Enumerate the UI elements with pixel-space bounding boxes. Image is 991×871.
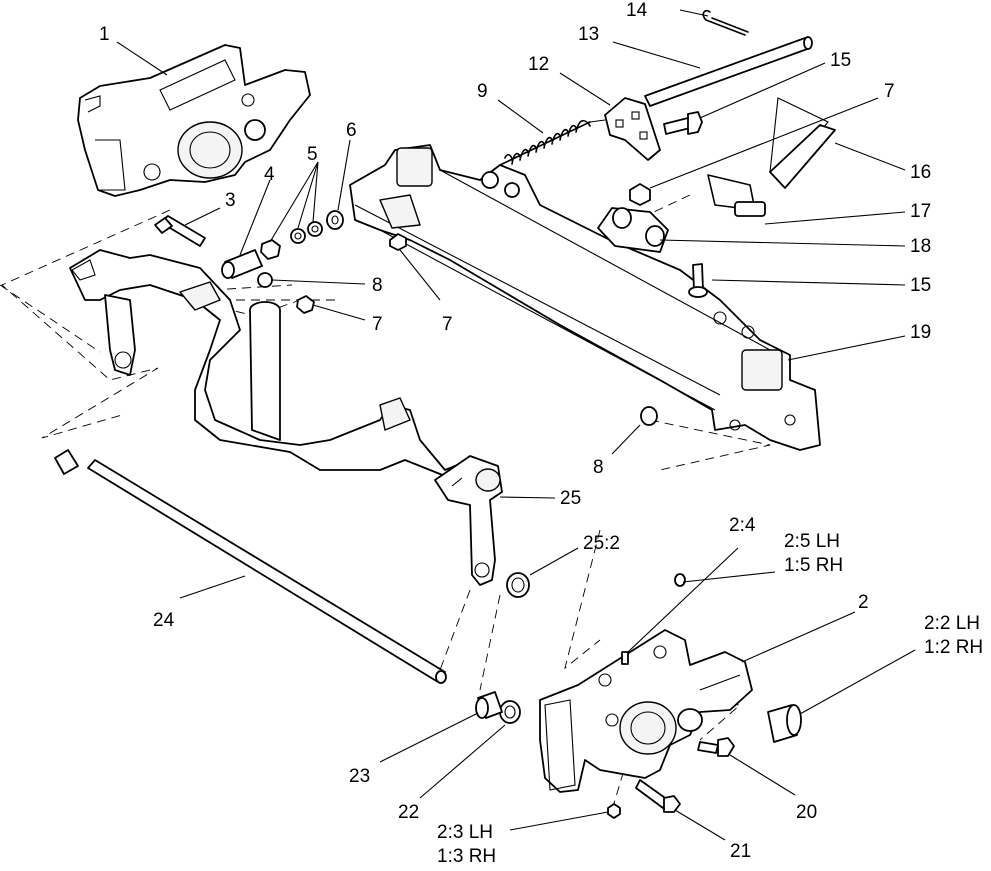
label-part-13: 13: [578, 24, 600, 45]
label-part-21: 21: [730, 841, 752, 862]
part-7-nut-frame: [389, 233, 407, 251]
part-19-cross-frame: [349, 144, 821, 451]
label-part-2-5-lh: 2:5 LH: [784, 531, 840, 552]
label-part-12: 12: [528, 54, 550, 75]
label-part-2-4: 2:4: [729, 515, 756, 536]
part-25-2-bushing: [506, 572, 530, 598]
label-part-15-lower: 15: [910, 275, 932, 296]
part-8-nut-upper: [257, 272, 273, 288]
label-part-8-upper: 8: [372, 275, 383, 296]
label-part-8-lower: 8: [593, 457, 604, 478]
part-20-bolt: [697, 737, 735, 757]
label-part-23: 23: [349, 766, 371, 787]
part-2-3-nut: [607, 803, 621, 819]
label-part-7-right: 7: [884, 81, 895, 102]
part-5-nut-washers: [260, 221, 323, 260]
label-part-25: 25: [560, 488, 582, 509]
label-part-1-3-rh: 1:3 RH: [437, 846, 497, 867]
label-part-15-upper: 15: [830, 50, 852, 71]
part-15-bolt-lower: [688, 263, 708, 298]
part-9-spring: [499, 119, 606, 166]
part-8-nut-lower: [640, 406, 658, 426]
part-15-bolt-upper: [663, 111, 703, 135]
part-13-pin: [644, 36, 813, 107]
label-part-3: 3: [225, 190, 236, 211]
label-part-1-5-rh: 1:5 RH: [784, 555, 844, 576]
part-24-rod: [54, 449, 447, 684]
label-part-20: 20: [796, 802, 818, 823]
part-2-2-bushing: [767, 704, 802, 743]
label-part-6: 6: [346, 120, 357, 141]
label-part-16: 16: [910, 162, 932, 183]
label-part-24: 24: [153, 610, 175, 631]
part-22-washer: [499, 700, 521, 724]
label-part-2-2-lh: 2:2 LH: [924, 613, 980, 634]
label-part-22: 22: [398, 802, 420, 823]
part-12-plate: [604, 97, 661, 161]
part-2-4-stud: [621, 651, 629, 665]
label-part-1-2-rh: 1:2 RH: [924, 637, 984, 658]
label-part-2: 2: [858, 592, 869, 613]
part-7-nut-right: [629, 183, 651, 206]
part-6-washer: [326, 210, 344, 230]
yoke-frame: [69, 249, 471, 481]
part-14-cotter-pin: [702, 9, 749, 36]
part-16-handle: [769, 97, 836, 189]
part-7-nut-left: [296, 295, 315, 314]
part-2-5-stud: [674, 573, 686, 587]
part-2-bracket: [539, 629, 753, 793]
part-23-bushing: [475, 691, 503, 719]
part-18-bracket: [597, 207, 669, 253]
part-1-bracket: [77, 44, 311, 197]
part-21-bolt: [635, 779, 681, 813]
label-part-1: 1: [99, 24, 110, 45]
part-4-spacer: [221, 249, 263, 279]
label-part-14: 14: [626, 0, 648, 21]
part-3-bolt: [154, 215, 206, 247]
leader-lines: [116, 9, 916, 841]
label-part-9: 9: [477, 81, 488, 102]
label-part-2-3-lh: 2:3 LH: [437, 822, 493, 843]
label-part-17: 17: [910, 201, 932, 222]
label-part-7-left: 7: [372, 314, 383, 335]
label-part-5: 5: [307, 144, 318, 165]
label-part-18: 18: [910, 236, 932, 257]
part-17-lynch-pin: [707, 174, 766, 217]
part-25-link-arm: [434, 455, 503, 586]
label-part-25-2: 25:2: [583, 533, 620, 554]
label-part-19: 19: [910, 322, 932, 343]
label-part-7-frame: 7: [442, 314, 453, 335]
label-part-4: 4: [264, 164, 275, 185]
